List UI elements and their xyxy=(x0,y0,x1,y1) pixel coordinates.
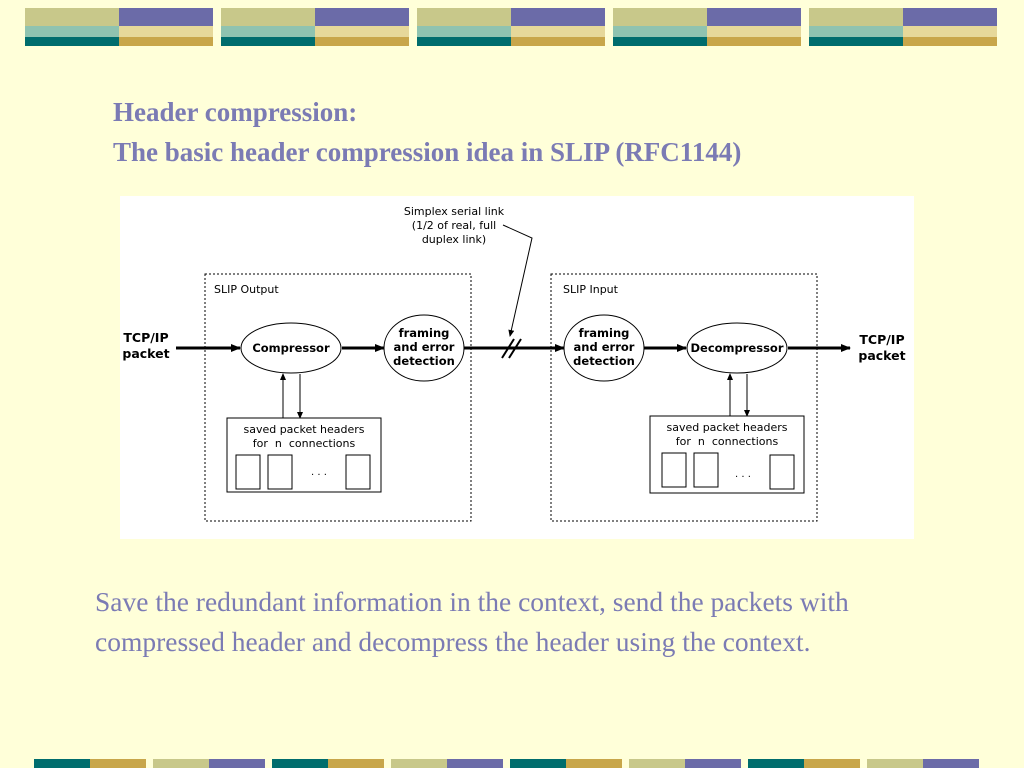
header-slot xyxy=(661,452,687,488)
slip-output-label: SLIP Output xyxy=(214,283,279,296)
framing-left-line-3: detection xyxy=(393,354,455,368)
decompressor-label: Decompressor xyxy=(690,341,783,355)
saved-right-line-2: for n connections xyxy=(676,435,779,448)
slip-diagram: Simplex serial link (1/2 of real, full d… xyxy=(120,196,914,539)
framing-left-line-1: framing xyxy=(399,326,450,340)
link-pointer xyxy=(502,224,533,337)
title-line-1: Header compression: xyxy=(113,97,358,127)
header-slot xyxy=(345,454,371,490)
banner-block xyxy=(613,8,801,48)
slip-input-label: SLIP Input xyxy=(563,283,619,296)
framing-right-node xyxy=(563,314,645,382)
banner-block xyxy=(221,8,409,48)
title-line-2: The basic header compression idea in SLI… xyxy=(113,137,742,167)
slot-ellipsis-left: . . . xyxy=(311,467,327,478)
slot-ellipsis-right: . . . xyxy=(735,469,751,480)
output-packet-label-1: TCP/IP xyxy=(859,332,904,347)
saved-left-line-2: for n connections xyxy=(253,437,356,450)
framing-right-line-3: detection xyxy=(573,354,635,368)
compressor-node xyxy=(240,322,342,374)
header-slot xyxy=(235,454,261,490)
slide-title: Header compression: The basic header com… xyxy=(113,92,741,172)
banner-block xyxy=(25,8,213,48)
header-slot xyxy=(769,454,795,490)
framing-right-line-2: and error xyxy=(574,340,635,354)
link-label-2: (1/2 of real, full xyxy=(412,219,496,232)
input-packet-label-1: TCP/IP xyxy=(123,330,168,345)
banner-block xyxy=(809,8,997,48)
header-slot xyxy=(693,452,719,488)
bottom-banner xyxy=(34,759,984,768)
decompressor-node xyxy=(686,322,788,374)
framing-right-line-1: framing xyxy=(579,326,630,340)
link-break-mark-1 xyxy=(501,338,515,359)
saved-right-line-1: saved packet headers xyxy=(666,421,787,434)
diagram-canvas: Simplex serial link (1/2 of real, full d… xyxy=(122,205,906,522)
framing-left-node xyxy=(383,314,465,382)
body-text: Save the redundant information in the co… xyxy=(95,586,849,657)
slip-input-group xyxy=(550,273,818,522)
saved-left-line-1: saved packet headers xyxy=(243,423,364,436)
banner-block xyxy=(417,8,605,48)
header-slot xyxy=(267,454,293,490)
link-label-1: Simplex serial link xyxy=(404,205,505,218)
framing-left-line-2: and error xyxy=(394,340,455,354)
input-packet-label-2: packet xyxy=(122,346,169,361)
output-packet-label-2: packet xyxy=(858,348,905,363)
link-break-mark-2 xyxy=(508,338,522,359)
slip-output-group xyxy=(204,273,472,522)
compressor-label: Compressor xyxy=(252,341,330,355)
link-label-3: duplex link) xyxy=(422,233,486,246)
